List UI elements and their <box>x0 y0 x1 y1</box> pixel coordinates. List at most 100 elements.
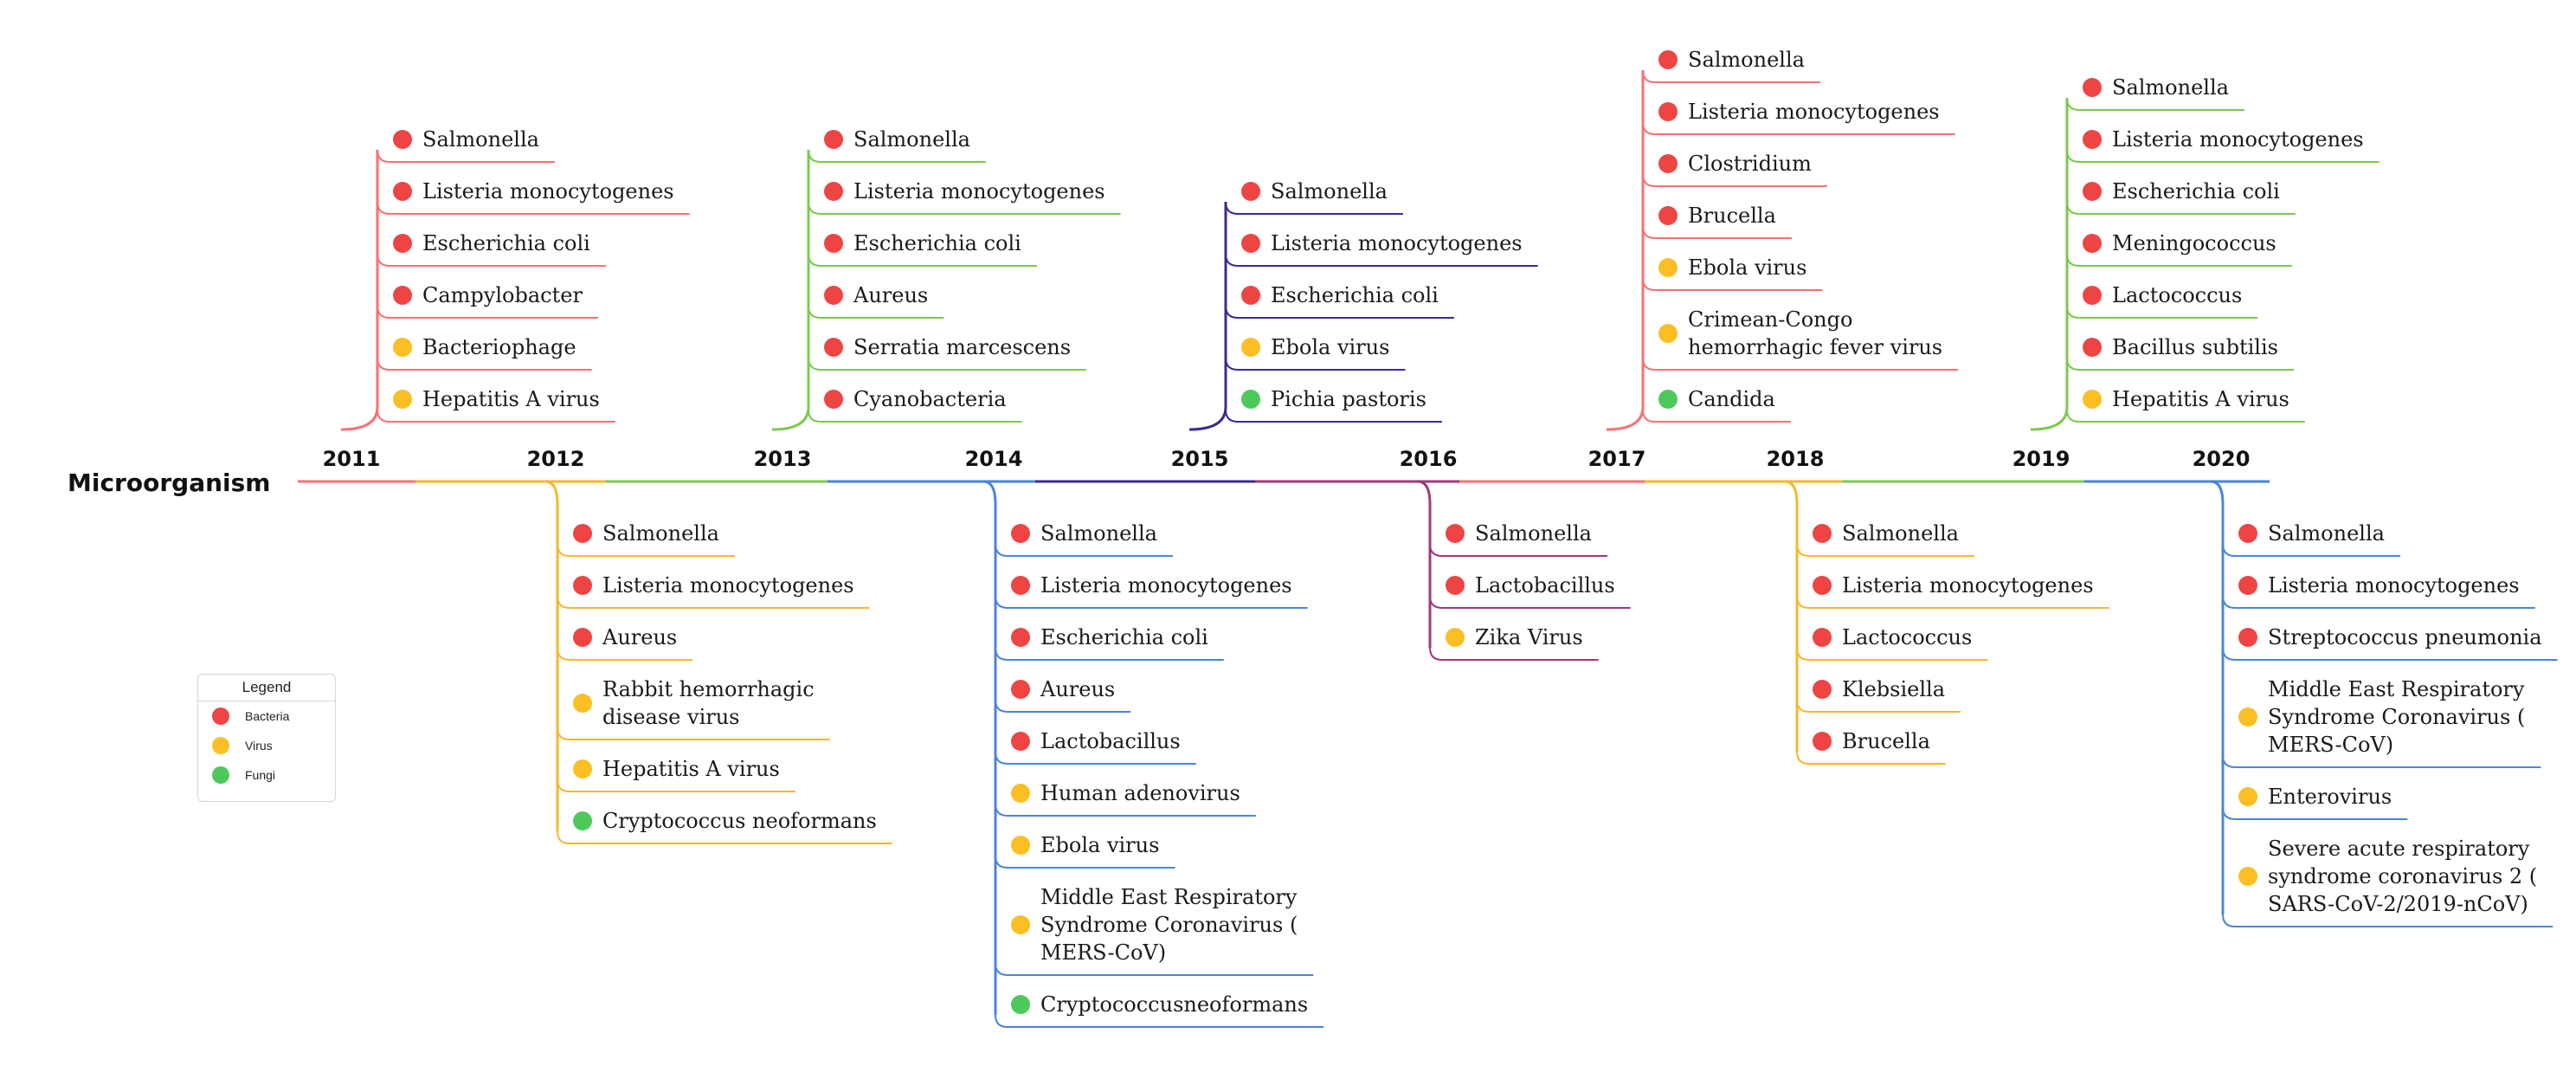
bacteria-marker-icon <box>2083 130 2102 149</box>
topic-node[interactable]: Escherichia coli <box>824 229 1021 257</box>
topic-node[interactable]: Candida <box>1658 385 1775 413</box>
year-label-2018[interactable]: 2018 <box>1766 447 1825 471</box>
topic-label: Escherichia coli <box>1271 283 1439 307</box>
topic-node[interactable]: Meningococcus <box>2083 229 2277 257</box>
topic-node[interactable]: Serratia marcescens <box>824 333 1071 361</box>
topic-node[interactable]: Listeria monocytogenes <box>573 572 854 599</box>
topic-node[interactable]: Listeria monocytogenes <box>2238 572 2520 599</box>
topic-node[interactable]: Salmonella <box>1446 520 1592 547</box>
year-label-2016[interactable]: 2016 <box>1399 447 1458 471</box>
year-label-2012[interactable]: 2012 <box>526 447 585 471</box>
topic-node[interactable]: Lactobacillus <box>1446 572 1615 599</box>
topic-node[interactable]: Salmonella <box>2083 74 2229 101</box>
topic-node[interactable]: Ebola virus <box>1241 333 1389 361</box>
topic-label: Salmonella <box>1040 521 1157 546</box>
topic-node[interactable]: Middle East Respiratory Syndrome Coronav… <box>2238 675 2525 759</box>
topic-node[interactable]: Clostridium <box>1658 150 1812 178</box>
topic-label: Rabbit hemorrhagic disease virus <box>602 677 815 729</box>
topic-node[interactable]: Cyanobacteria <box>824 385 1007 413</box>
topic-node[interactable]: Lactococcus <box>1813 623 1972 651</box>
fungi-marker-icon <box>212 766 229 784</box>
fungi-marker-icon <box>573 811 592 830</box>
topic-label: Cyanobacteria <box>853 387 1007 411</box>
year-label-2011[interactable]: 2011 <box>322 447 381 471</box>
topic-node[interactable]: Escherichia coli <box>2083 178 2280 205</box>
topic-node[interactable]: Salmonella <box>1011 520 1157 547</box>
topic-node[interactable]: Hepatitis A virus <box>573 755 780 783</box>
year-label-2019[interactable]: 2019 <box>2012 447 2070 471</box>
topic-node[interactable]: Pichia pastoris <box>1241 385 1426 413</box>
year-label-2020[interactable]: 2020 <box>2192 447 2251 471</box>
year-label-2017[interactable]: 2017 <box>1587 447 1646 471</box>
topic-label: Salmonella <box>1842 521 1959 546</box>
topic-node[interactable]: Brucella <box>1658 202 1776 229</box>
topic-node[interactable]: Salmonella <box>393 126 539 153</box>
topic-label: Serratia marcescens <box>853 335 1072 359</box>
topic-label: Lactobacillus <box>1040 729 1181 753</box>
topic-node[interactable]: Escherichia coli <box>1241 281 1439 309</box>
topic-label: Salmonella <box>1475 521 1592 546</box>
bacteria-marker-icon <box>824 234 843 253</box>
topic-label: Salmonella <box>1688 48 1805 72</box>
topic-label: Streptococcus pneumonia <box>2268 625 2542 649</box>
topic-node[interactable]: Listeria monocytogenes <box>393 178 674 205</box>
virus-marker-icon <box>1658 258 1678 277</box>
topic-node[interactable]: Salmonella <box>1241 178 1388 205</box>
bacteria-marker-icon <box>824 130 843 149</box>
topic-node[interactable]: Bacillus subtilis <box>2083 333 2278 361</box>
topic-node[interactable]: Klebsiella <box>1813 675 1945 703</box>
topic-node[interactable]: Lactobacillus <box>1011 727 1181 755</box>
root-topic[interactable]: Microorganism <box>68 468 271 497</box>
bacteria-marker-icon <box>1011 732 1030 751</box>
topic-node[interactable]: Salmonella <box>1813 520 1959 547</box>
topic-node[interactable]: Hepatitis A virus <box>393 385 600 413</box>
topic-node[interactable]: Cryptococcusneoformans <box>1011 991 1308 1018</box>
topic-node[interactable]: Aureus <box>573 623 677 651</box>
topic-node[interactable]: Enterovirus <box>2238 783 2392 811</box>
topic-label: Lactobacillus <box>1475 573 1615 598</box>
topic-node[interactable]: Aureus <box>824 281 928 309</box>
legend-entry-bacteria: Bacteria <box>198 701 335 731</box>
bacteria-marker-icon <box>824 182 843 201</box>
topic-node[interactable]: Brucella <box>1813 727 1930 755</box>
year-label-2013[interactable]: 2013 <box>753 447 812 471</box>
year-label-2015[interactable]: 2015 <box>1170 447 1229 471</box>
topic-node[interactable]: Aureus <box>1011 675 1115 703</box>
topic-node[interactable]: Lactococcus <box>2083 281 2242 309</box>
topic-node[interactable]: Listeria monocytogenes <box>1011 572 1292 599</box>
topic-node[interactable]: Ebola virus <box>1011 831 1159 859</box>
topic-node[interactable]: Listeria monocytogenes <box>1813 572 2094 599</box>
bacteria-marker-icon <box>824 286 843 305</box>
topic-label: Enterovirus <box>2268 785 2392 809</box>
topic-node[interactable]: Bacteriophage <box>393 333 576 361</box>
topic-node[interactable]: Listeria monocytogenes <box>1658 98 1940 126</box>
topic-node[interactable]: Rabbit hemorrhagic disease virus <box>573 675 815 731</box>
topic-node[interactable]: Ebola virus <box>1658 254 1806 281</box>
year-label-2014[interactable]: 2014 <box>964 447 1023 471</box>
topic-node[interactable]: Human adenovirus <box>1011 779 1240 807</box>
branch-spine-2019 <box>2030 98 2069 431</box>
topic-node[interactable]: Listeria monocytogenes <box>1241 229 1523 257</box>
bacteria-marker-icon <box>573 628 592 647</box>
topic-node[interactable]: Streptococcus pneumonia <box>2238 623 2542 651</box>
topic-node[interactable]: Escherichia coli <box>1011 623 1208 651</box>
topic-node[interactable]: Zika Virus <box>1446 623 1583 651</box>
topic-node[interactable]: Hepatitis A virus <box>2083 385 2289 413</box>
topic-node[interactable]: Severe acute respiratory syndrome corona… <box>2238 835 2537 918</box>
topic-node[interactable]: Listeria monocytogenes <box>824 178 1105 205</box>
topic-node[interactable]: Salmonella <box>1658 46 1805 74</box>
topic-label: Aureus <box>853 283 929 307</box>
bacteria-marker-icon <box>824 338 843 357</box>
bacteria-marker-icon <box>2083 234 2102 253</box>
topic-node[interactable]: Escherichia coli <box>393 229 590 257</box>
topic-node[interactable]: Campylobacter <box>393 281 583 309</box>
topic-node[interactable]: Salmonella <box>824 126 970 153</box>
bacteria-marker-icon <box>212 707 229 725</box>
topic-node[interactable]: Middle East Respiratory Syndrome Coronav… <box>1011 883 1298 966</box>
topic-node[interactable]: Crimean-Congo hemorrhagic fever virus <box>1658 306 1942 361</box>
topic-node[interactable]: Listeria monocytogenes <box>2083 126 2364 153</box>
topic-node[interactable]: Salmonella <box>2238 520 2385 547</box>
topic-node[interactable]: Salmonella <box>573 520 719 547</box>
topic-node[interactable]: Cryptococcus neoformans <box>573 807 877 835</box>
